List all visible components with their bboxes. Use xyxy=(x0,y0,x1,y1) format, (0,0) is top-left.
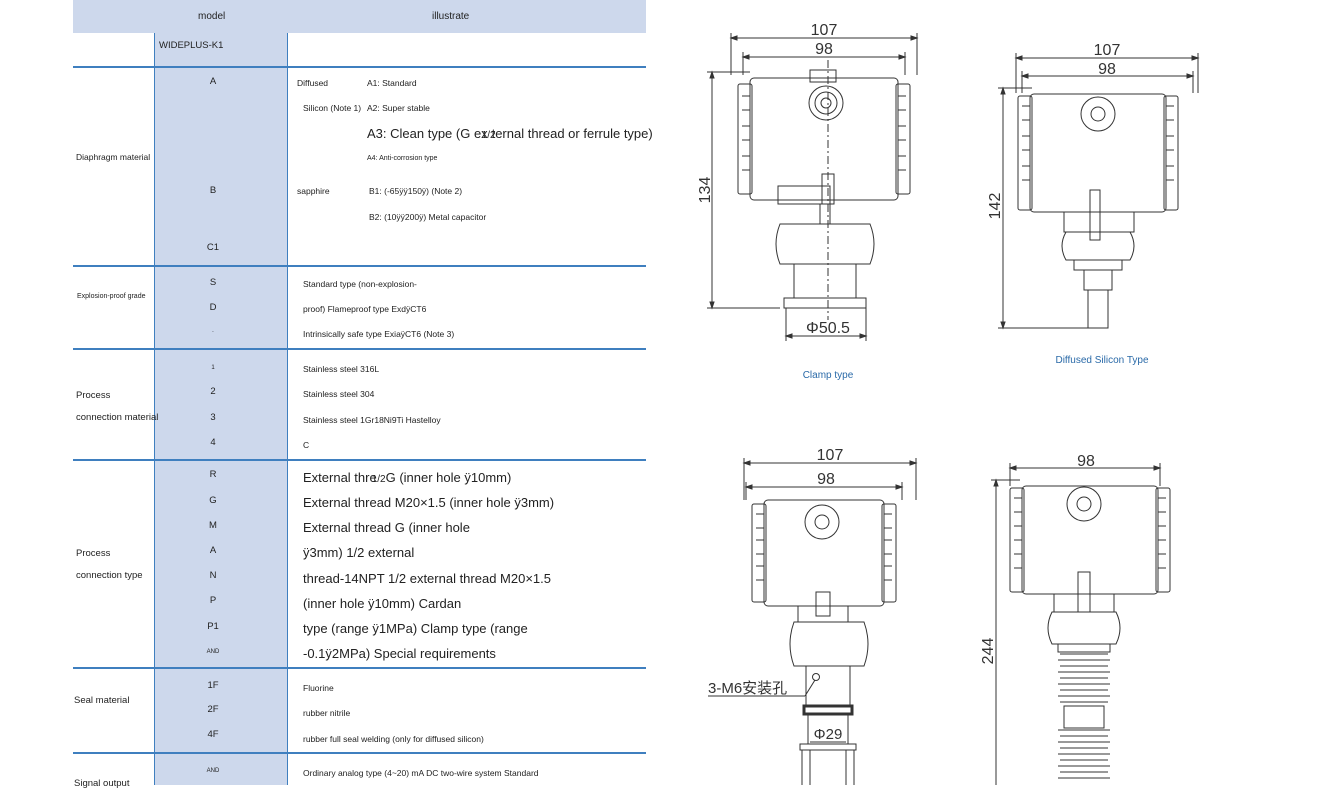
text-explosion-2: proof) Flameproof type ExdÿCT6 xyxy=(303,304,427,314)
code-g: G xyxy=(209,495,217,506)
code-p1: P1 xyxy=(207,621,219,632)
text-b1: B1: (-65ÿÿ150ÿ) (Note 2) xyxy=(369,186,463,196)
text-a1: A1: Standard xyxy=(367,78,417,88)
code-c1: C1 xyxy=(206,242,220,253)
row-label-signal: Signal output xyxy=(74,778,130,789)
text-explosion-1: Standard type (non-explosion- xyxy=(303,279,417,289)
text-a4: A4: Anti-corrosion type xyxy=(367,155,438,162)
clamp-type-drawing: 107 98 134 Φ50.5 Clamp type xyxy=(697,22,919,381)
diffused-dim-98: 98 xyxy=(1098,61,1116,78)
text-sapphire: sapphire xyxy=(297,186,330,196)
text-material-3: Stainless steel 1Gr18Ni9Ti Hastelloy xyxy=(303,415,441,425)
text-type-3: External thread G (inner hole xyxy=(303,520,470,535)
row-divider xyxy=(73,459,646,461)
code-r: R xyxy=(209,469,217,480)
diffused-silicon-drawing: 107 98 142 Diffused Silicon Type xyxy=(987,42,1200,366)
row-divider xyxy=(73,667,646,669)
text-material-1: Stainless steel 316L xyxy=(303,364,380,374)
row-label-process-material-1: Process xyxy=(76,390,111,401)
code-1f: 1F xyxy=(207,680,219,691)
bl-dim-phi: Φ29 xyxy=(814,726,843,743)
dimension-drawings: 107 98 134 Φ50.5 Clamp type xyxy=(697,22,1200,785)
row-label-process-type-2: connection type xyxy=(76,570,143,581)
text-material-2: Stainless steel 304 xyxy=(303,389,375,399)
row-divider xyxy=(73,66,646,68)
code-d: D xyxy=(209,302,217,313)
text-diffused: Diffused xyxy=(297,78,329,88)
code-1: 1 xyxy=(211,365,215,371)
clamp-dim-134: 134 xyxy=(697,177,714,204)
text-signal-1: Ordinary analog type (4~20) mA DC two-wi… xyxy=(303,768,539,778)
br-dim-244: 244 xyxy=(980,638,997,665)
code-b: B xyxy=(209,185,217,196)
header-illustrate: illustrate xyxy=(432,11,470,22)
code-dot: . xyxy=(212,328,214,334)
text-seal-3: rubber full seal welding (only for diffu… xyxy=(303,734,484,744)
code-and: AND xyxy=(206,649,220,655)
clamp-dim-phi: Φ50.5 xyxy=(806,320,850,337)
diffused-caption: Diffused Silicon Type xyxy=(1055,355,1148,366)
bl-dim-107: 107 xyxy=(817,447,844,464)
code-m: M xyxy=(209,520,217,531)
row-label-explosion: Explosion-proof grade xyxy=(77,293,146,300)
code-and-signal: AND xyxy=(206,768,220,774)
bl-dim-98: 98 xyxy=(817,471,835,488)
row-label-seal: Seal material xyxy=(74,695,130,706)
column-divider-right xyxy=(287,33,288,785)
text-type-1: External thre1/2G (inner hole ÿ10mm) xyxy=(303,470,512,485)
clamp-dim-98: 98 xyxy=(815,41,833,58)
row-divider xyxy=(73,752,646,754)
text-type-6: (inner hole ÿ10mm) Cardan xyxy=(303,596,462,611)
row-label-process-type-1: Process xyxy=(76,548,111,559)
text-a3: A3: Clean type (G ex1/2ternal thread or … xyxy=(367,126,653,141)
text-seal-2: rubber nitrile xyxy=(303,708,351,718)
code-a: A xyxy=(209,76,217,87)
text-type-2: External thread M20×1.5 (inner hole ÿ3mm… xyxy=(303,495,555,510)
diffused-dim-107: 107 xyxy=(1094,42,1121,59)
row-divider xyxy=(73,348,646,350)
model-name: WIDEPLUS-K1 xyxy=(159,40,224,51)
text-silicon-note: Silicon (Note 1) xyxy=(303,103,362,113)
text-type-7: type (range ÿ1MPa) Clamp type (range xyxy=(303,621,528,636)
clamp-caption: Clamp type xyxy=(803,370,854,381)
text-type-4: ÿ3mm) 1/2 external xyxy=(303,545,415,560)
code-n: N xyxy=(209,570,217,581)
text-b2: B2: (10ÿÿ200ÿ) Metal capacitor xyxy=(369,212,487,222)
text-seal-1: Fluorine xyxy=(303,683,334,693)
row-divider xyxy=(73,265,646,267)
code-2: 2 xyxy=(210,386,216,397)
code-column-shading xyxy=(154,33,287,785)
code-3: 3 xyxy=(210,412,216,423)
text-a2: A2: Super stable xyxy=(367,103,430,113)
code-p: P xyxy=(209,595,217,606)
row-label-diaphragm: Diaphragm material xyxy=(76,152,151,162)
heatsink-type-drawing: 98 244 xyxy=(980,453,1171,785)
model-selection-table: model illustrate WIDEPLUS-K1 Diaphragm m… xyxy=(73,0,653,789)
text-material-4: C xyxy=(303,440,310,450)
text-explosion-3: Intrinsically safe type ExiaÿCT6 (Note 3… xyxy=(303,329,455,339)
diffused-dim-142: 142 xyxy=(987,193,1004,220)
clamp-dim-107: 107 xyxy=(811,22,838,39)
cardan-type-drawing: 107 98 3-M6安装孔 Φ29 xyxy=(708,447,918,785)
code-a-type: A xyxy=(209,545,217,556)
row-label-process-material-2: connection material xyxy=(76,412,159,423)
code-4: 4 xyxy=(210,437,216,448)
code-2f: 2F xyxy=(207,704,219,715)
bl-mount-label: 3-M6安装孔 xyxy=(708,680,787,697)
br-dim-98: 98 xyxy=(1077,453,1095,470)
code-s: S xyxy=(209,277,217,288)
code-4f: 4F xyxy=(207,729,219,740)
column-divider-left xyxy=(154,33,155,785)
text-type-8: -0.1ÿ2MPa) Special requirements xyxy=(303,646,496,661)
table-header: model illustrate xyxy=(73,0,646,33)
header-model: model xyxy=(198,11,226,22)
text-type-5: thread-14NPT 1/2 external thread M20×1.5 xyxy=(303,571,551,586)
